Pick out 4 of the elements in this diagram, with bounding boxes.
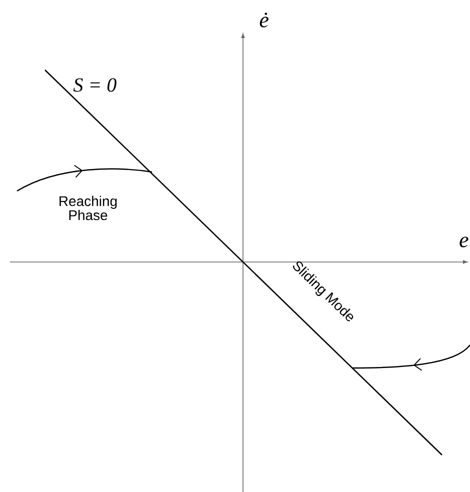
axis-label: ė: [260, 12, 268, 28]
axis-label: e: [460, 236, 468, 248]
line-label: S = 0: [73, 78, 116, 92]
phase-label: Reaching Phase: [60, 196, 117, 220]
